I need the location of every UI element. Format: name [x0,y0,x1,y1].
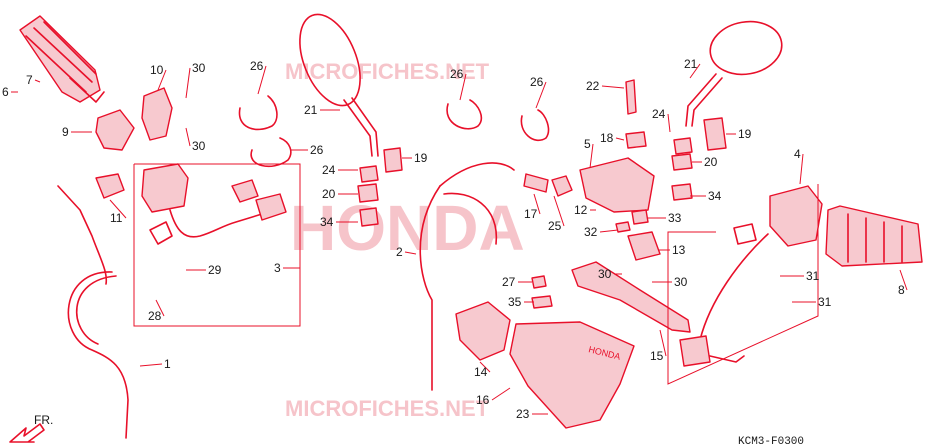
leader-line [589,143,594,169]
clutch-lever-assembly [523,79,691,333]
part-label-11: 11 [110,211,123,225]
part-label-30: 30 [674,275,688,289]
part-label-16: 16 [476,393,490,407]
leader-line [404,251,417,255]
leader-line [659,329,667,357]
leader-line [799,153,804,185]
part-label-26: 26 [450,67,464,81]
part-label-25: 25 [548,219,562,233]
leader-line [491,387,511,401]
leader-line [599,229,619,233]
leader-line [667,113,671,133]
leader-line [689,63,701,79]
part-label-21: 21 [684,57,698,71]
part-label-20: 20 [322,187,336,201]
leader-line [34,79,41,83]
part-label-3: 3 [274,261,281,275]
part-label-28: 28 [148,309,162,323]
clamps [238,95,550,168]
leader-line [899,269,908,291]
leader-line [459,73,467,101]
right-switch [667,184,823,385]
part-label-30: 30 [192,61,206,75]
leader-line [553,195,565,227]
leader-lines [11,63,908,415]
part-label-23: 23 [516,407,530,421]
part-label-26: 26 [530,75,544,89]
part-label-7: 7 [26,73,33,87]
part-label-14: 14 [474,365,488,379]
leader-line [479,361,491,373]
part-label-34: 34 [708,189,722,203]
part-label-9: 9 [62,125,69,139]
leader-line [533,193,541,215]
leader-line [615,137,625,141]
leader-line [535,81,547,109]
part-label-24: 24 [652,107,666,121]
part-label-2: 2 [396,245,403,259]
part-label-18: 18 [600,131,614,145]
leader-line [109,199,127,219]
part-label-4: 4 [794,147,801,161]
right-mirror [671,20,783,201]
throttle-cable [57,185,129,439]
leader-line [139,363,163,367]
part-label-35: 35 [508,295,522,309]
part-label-15: 15 [650,349,664,363]
right-grip [825,205,923,267]
part-label-21: 21 [304,103,318,117]
left-mirror [299,13,403,227]
clutch-cable [419,162,515,391]
part-label-8: 8 [898,283,905,297]
part-label-13: 13 [672,243,686,257]
leader-line [157,69,167,91]
part-label-17: 17 [524,207,538,221]
part-label-33: 33 [668,211,682,225]
part-numbers: 1234567891011121314151617181919202021212… [2,57,905,421]
leader-line [257,65,267,95]
part-label-31: 31 [806,269,820,283]
part-label-22: 22 [586,79,600,93]
part-label-29: 29 [208,263,222,277]
part-label-24: 24 [322,163,336,177]
part-label-6: 6 [2,85,9,99]
fr-label: FR. [34,413,53,427]
hand-guard [455,301,635,429]
part-label-30: 30 [598,267,612,281]
left-switch-housing [133,163,301,327]
part-label-26: 26 [250,59,264,73]
part-label-26: 26 [310,143,324,157]
leader-line [601,85,625,89]
part-label-19: 19 [738,127,752,141]
front-arrow-icon: FR. [9,413,53,443]
part-label-30: 30 [192,139,206,153]
part-label-32: 32 [584,225,598,239]
part-label-12: 12 [574,203,588,217]
part-label-34: 34 [320,215,334,229]
left-switch-parts [95,87,173,199]
left-grip [19,15,105,103]
watermark-top: MICROFICHES.NET [285,59,490,84]
part-label-31: 31 [818,295,832,309]
part-label-10: 10 [150,63,164,77]
part-label-5: 5 [584,137,591,151]
part-label-27: 27 [502,275,516,289]
leader-line [185,127,191,147]
part-label-19: 19 [414,151,428,165]
watermark-bottom: MICROFICHES.NET [285,396,490,421]
diagram-code: KCM3-F0300 [738,436,804,448]
part-label-20: 20 [704,155,718,169]
part-label-1: 1 [164,357,171,371]
leader-line [185,67,191,99]
leader-line [155,299,165,317]
